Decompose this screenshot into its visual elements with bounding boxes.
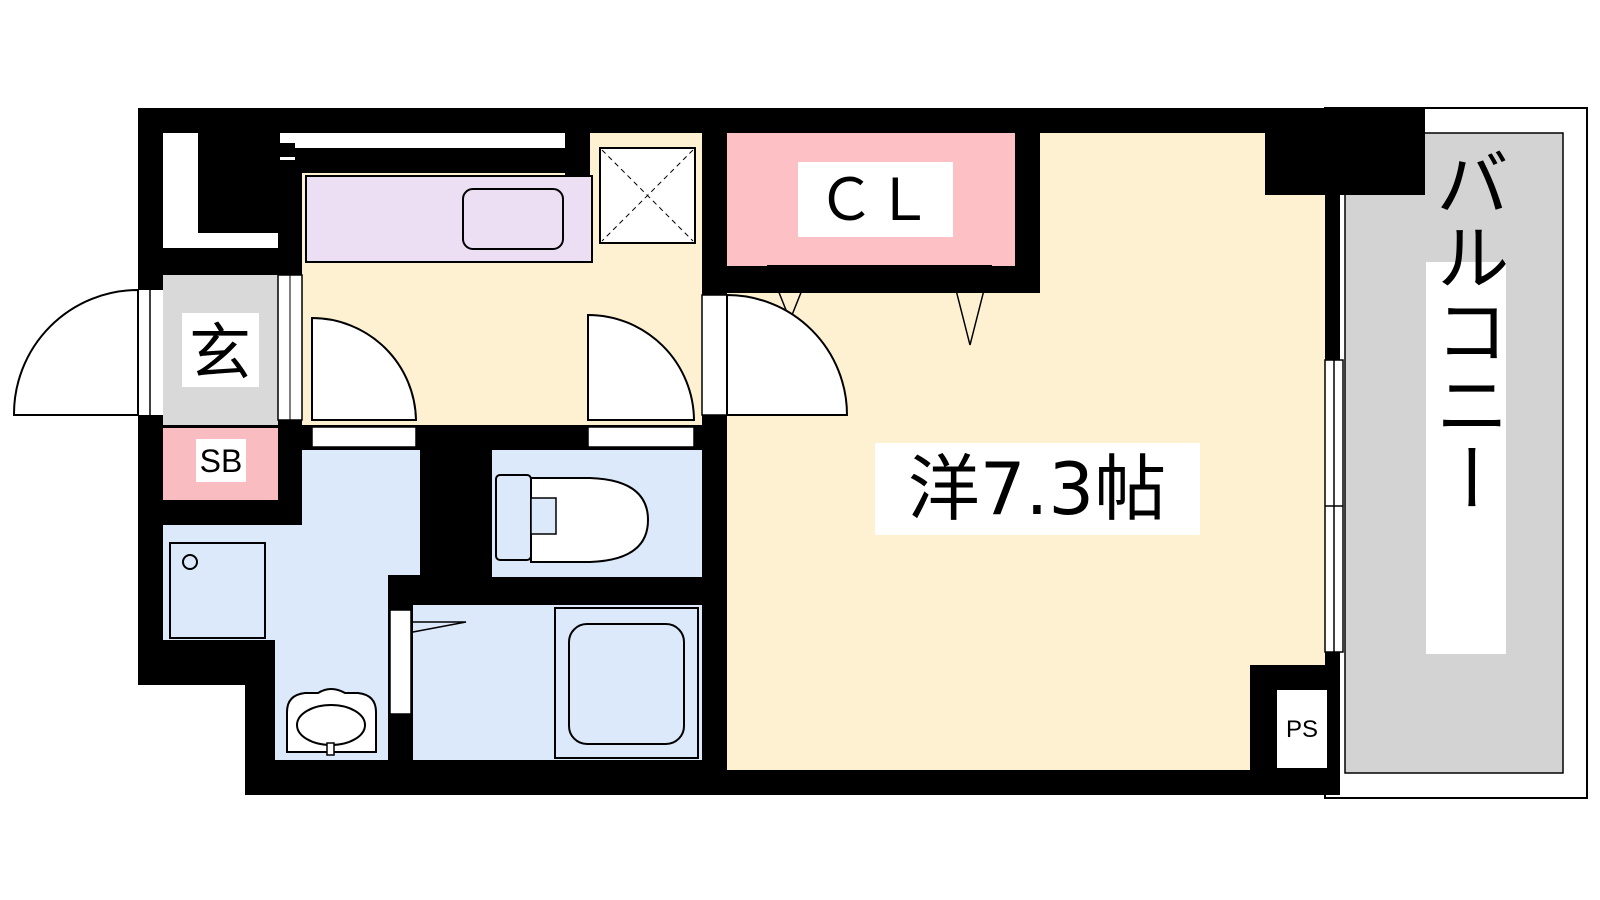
western-room-label-text: 洋7.3帖 (908, 447, 1167, 531)
washroom-door[interactable] (311, 316, 418, 448)
entrance-door[interactable] (12, 288, 163, 416)
western-room-label: 洋7.3帖 (875, 443, 1200, 535)
fridge-space (599, 147, 696, 244)
entrance-label-text: 玄 (189, 316, 251, 389)
balcony-window[interactable] (1324, 359, 1344, 653)
balcony-label-text: バルコニー (1423, 145, 1509, 515)
pipe-space (1277, 690, 1327, 768)
bathroom-door[interactable] (389, 609, 467, 715)
pipe-space-label: PS (1286, 716, 1318, 743)
toilet-door[interactable] (587, 313, 696, 448)
entrance-label: 玄 (182, 313, 259, 389)
interior-walls (138, 133, 1327, 770)
closet-label-text: ＣＬ (817, 166, 933, 234)
closet-label: ＣＬ (798, 162, 953, 237)
washing-machine (169, 542, 266, 639)
shoe-box-label-text: SB (200, 443, 243, 479)
entrance-inner-frame (277, 274, 303, 421)
toilet (495, 474, 650, 563)
kitchen-counter (305, 175, 593, 263)
balcony (1324, 107, 1588, 799)
pipe-space-label-text: PS (1286, 716, 1318, 743)
wash-basin (286, 688, 377, 756)
room-door[interactable] (701, 293, 849, 416)
washroom-floor (163, 450, 420, 760)
shoe-box-label: SB (196, 439, 246, 482)
bathtub (554, 607, 699, 759)
balcony-label: バルコニー (1423, 145, 1509, 515)
